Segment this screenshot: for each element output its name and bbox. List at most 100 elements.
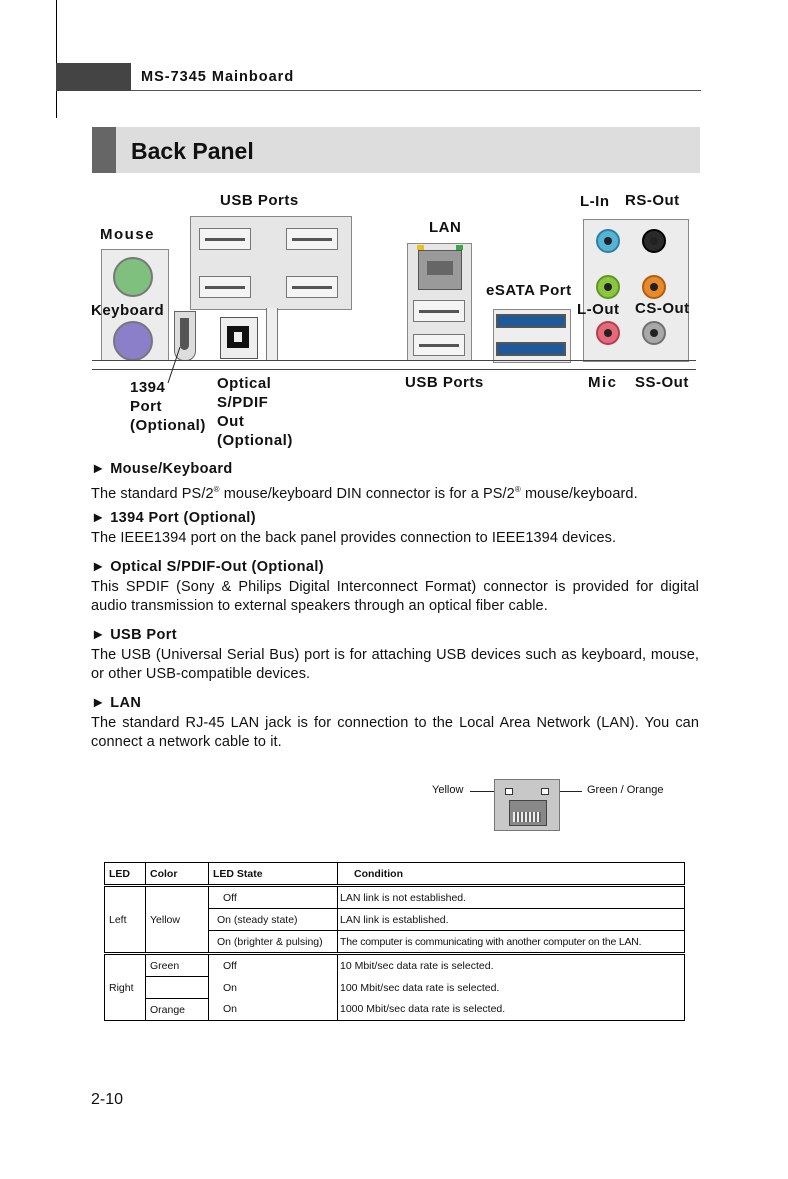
lan-port-icon (417, 245, 463, 290)
keyboard-port-icon (113, 321, 153, 361)
header-led-state: LED State (208, 862, 338, 886)
body-text: mouse/keyboard DIN connector is for a PS… (219, 485, 515, 502)
cell-state: On (brighter & pulsing) (208, 930, 338, 954)
label-1394-line: Port (130, 398, 162, 415)
label-l-out: L-Out (577, 301, 620, 318)
label-optical-spdif: Optical S/PDIF Out (Optional) (217, 374, 293, 450)
running-title: MS-7345 Mainboard (141, 69, 295, 85)
usb-port-icon (413, 334, 465, 356)
table-row: On 100 Mbit/sec data rate is selected. (104, 976, 685, 999)
item-title-usb: USB Port (110, 627, 178, 643)
rear-surround-jack-icon (642, 229, 666, 253)
cell-condition: 10 Mbit/sec data rate is selected. (340, 959, 494, 972)
leader-line (470, 791, 510, 792)
section-bar (92, 127, 700, 173)
label-optical-line: (Optional) (217, 432, 293, 449)
header-rule (131, 90, 701, 91)
panel-base-line (92, 360, 696, 370)
usb-port-icon (286, 276, 338, 298)
cell-led-right: Right (104, 953, 146, 1021)
label-optical-line: Optical (217, 375, 272, 392)
label-usb-ports-top: USB Ports (220, 192, 299, 209)
item-heading: ► 1394 Port (Optional) (91, 510, 256, 526)
usb-port-icon (199, 228, 251, 250)
lan-led-right-label: Green / Orange (587, 784, 664, 796)
label-usb-ports-bottom: USB Ports (405, 374, 484, 391)
esata-port-icon (496, 342, 566, 356)
item-body-mouse-keyboard: The standard PS/2® mouse/keyboard DIN co… (91, 480, 699, 504)
lan-led-table: LED Color LED State Condition Left Yello… (104, 862, 685, 1021)
item-title-mouse-keyboard: Mouse/Keyboard (110, 461, 233, 477)
cell-state: Off (208, 953, 338, 977)
table-row: Left Yellow Off LAN link is not establis… (104, 885, 685, 955)
mouse-port-icon (113, 257, 153, 297)
label-ss-out: SS-Out (635, 374, 689, 391)
cell-state: On (208, 976, 338, 999)
cell-condition: 1000 Mbit/sec data rate is selected. (340, 1003, 506, 1016)
header-led: LED (104, 862, 146, 886)
lan-led-left-label: Yellow (432, 784, 464, 796)
usb-block-post (266, 308, 278, 360)
page-number: 2-10 (91, 1091, 124, 1108)
label-1394-leader (167, 346, 181, 384)
header-color: Color (145, 862, 209, 886)
table-row: On (steady state) LAN link is establishe… (104, 908, 685, 931)
line-out-jack-icon (596, 275, 620, 299)
usb-port-icon (199, 276, 251, 298)
item-title-lan: LAN (110, 695, 142, 711)
cell-condition: LAN link is not established. (337, 885, 685, 909)
body-text: The standard PS/2 (91, 485, 214, 502)
item-heading: ► LAN (91, 695, 142, 711)
label-1394-port: 1394 Port (Optional) (130, 378, 206, 435)
cell-color-green: Green (145, 953, 209, 977)
mic-jack-icon (596, 321, 620, 345)
item-title-1394: 1394 Port (Optional) (110, 510, 256, 526)
registered-mark: ® (213, 485, 220, 494)
section-bar-accent (92, 127, 116, 173)
leader-line (546, 791, 582, 792)
table-row: Right Green Off 10 Mbit/sec data rate is… (104, 953, 685, 1021)
cell-color (145, 976, 209, 999)
optical-spdif-port-icon (220, 317, 258, 359)
header-block (56, 63, 131, 91)
cell-state: On (steady state) (208, 908, 338, 931)
body-text: mouse/keyboard. (520, 485, 638, 502)
cell-color-orange: Orange (145, 998, 209, 1021)
cell-condition: LAN link is established. (337, 908, 685, 931)
label-esata: eSATA Port (486, 282, 572, 299)
line-in-jack-icon (596, 229, 620, 253)
table-row: Orange On 1000 Mbit/sec data rate is sel… (104, 998, 685, 1021)
item-title-optical: Optical S/PDIF-Out (Optional) (110, 559, 324, 575)
label-optical-line: Out (217, 413, 245, 430)
item-heading: ► USB Port (91, 627, 178, 643)
section-title: Back Panel (131, 138, 254, 164)
item-body-1394: The IEEE1394 port on the back panel prov… (91, 530, 617, 546)
center-sub-jack-icon (642, 275, 666, 299)
item-heading: ► Mouse/Keyboard (91, 461, 233, 477)
label-l-in: L-In (580, 193, 610, 210)
label-mouse: Mouse (100, 226, 156, 243)
lan-jack-icon (494, 779, 560, 831)
item-body-lan: The standard RJ-45 LAN jack is for conne… (91, 715, 699, 750)
cell-condition: 100 Mbit/sec data rate is selected. (340, 981, 500, 994)
item-heading: ► Optical S/PDIF-Out (Optional) (91, 559, 324, 575)
cell-condition: The computer is communicating with anoth… (340, 935, 642, 948)
cell-state: On (208, 998, 338, 1021)
label-keyboard: Keyboard (91, 302, 165, 319)
label-rs-out: RS-Out (625, 192, 680, 209)
label-lan: LAN (429, 219, 462, 236)
table-header-row: LED Color LED State Condition (104, 862, 685, 886)
cell-led-left: Left (104, 885, 146, 955)
side-surround-jack-icon (642, 321, 666, 345)
header-condition: Condition (354, 867, 403, 880)
registered-mark: ® (514, 485, 521, 494)
item-body-usb: The USB (Universal Serial Bus) port is f… (91, 647, 699, 682)
label-mic: Mic (588, 374, 618, 391)
usb-port-icon (286, 228, 338, 250)
table-row: On (brighter & pulsing) The computer is … (104, 930, 685, 954)
margin-rule (56, 0, 57, 118)
label-1394-line: 1394 (130, 379, 166, 396)
label-1394-line: (Optional) (130, 417, 206, 434)
item-body-optical: This SPDIF (Sony & Philips Digital Inter… (91, 579, 699, 614)
cell-state: Off (208, 885, 338, 909)
